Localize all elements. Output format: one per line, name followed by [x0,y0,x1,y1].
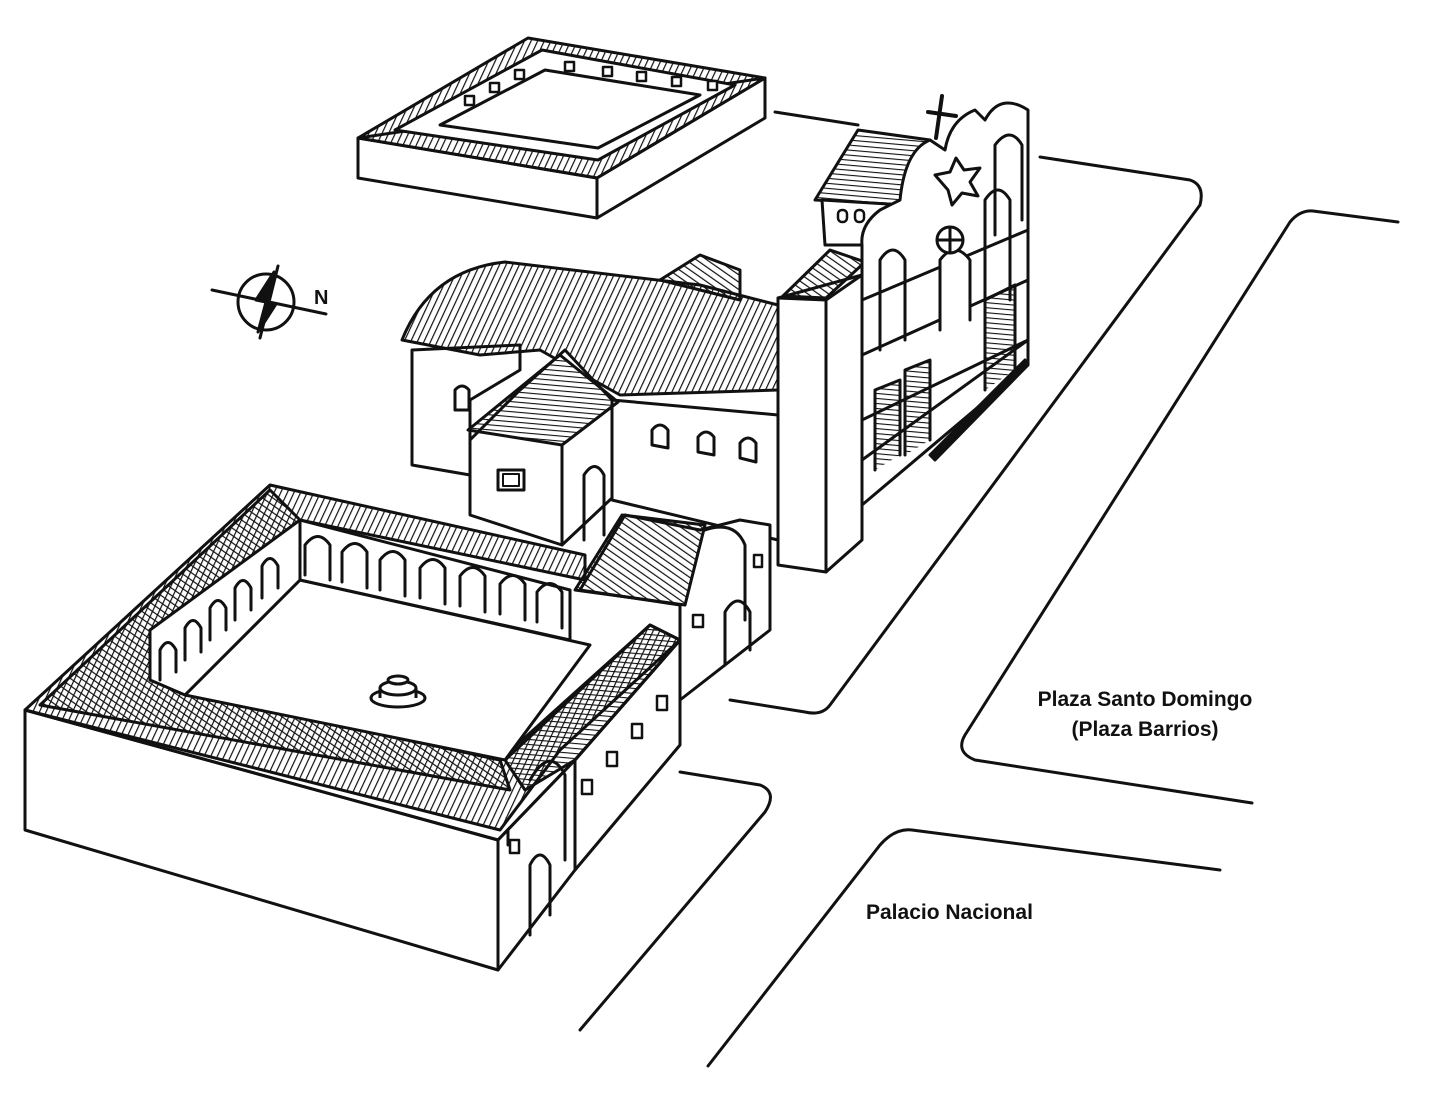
cloister-complex [23,483,682,972]
compass-rose-icon [210,264,328,340]
north-label: N [314,287,329,309]
street-lines [578,110,1400,1068]
plaza-name: Plaza Santo Domingo [1037,688,1253,711]
plaza-santo-domingo-label: Plaza Santo Domingo (Plaza Barrios) [1000,685,1290,745]
cross-icon [926,94,958,140]
plaza-alt-name: (Plaza Barrios) [1071,718,1219,741]
palacio-nacional-label: Palacio Nacional [866,901,1033,924]
north-courtyard-block [356,36,767,220]
fountain-icon [369,674,427,709]
church-facade [776,101,1030,574]
central-buildings [400,253,780,702]
